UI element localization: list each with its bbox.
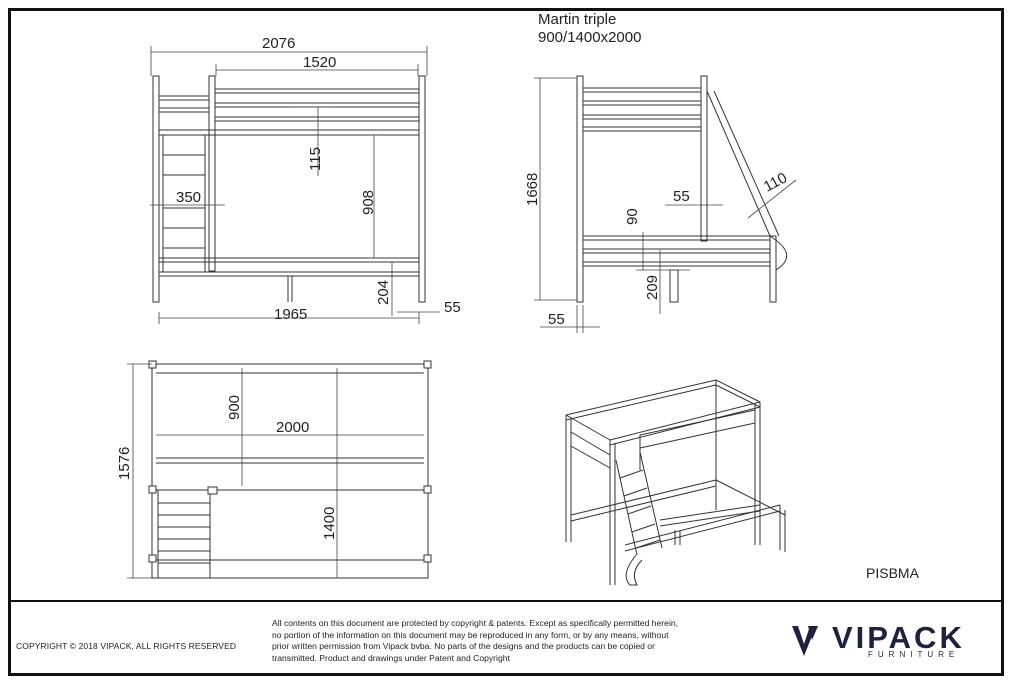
dim-115: 115	[307, 147, 324, 171]
dim-1520: 1520	[303, 54, 336, 71]
dim-55-side: 55	[673, 188, 690, 205]
disclaimer-line: prior written permission from Vipack bvb…	[272, 641, 655, 651]
dim-209: 209	[644, 275, 661, 300]
dim-55-bottom: 55	[548, 311, 565, 328]
plan-view	[148, 360, 432, 579]
disclaimer-line: All contents on this document are protec…	[272, 618, 679, 628]
model-name: Martin triple	[538, 11, 617, 28]
dim-1576: 1576	[116, 447, 133, 480]
dim-110: 110	[761, 169, 790, 195]
side-view	[576, 75, 787, 303]
dim-1668: 1668	[524, 173, 541, 206]
dim-2076: 2076	[262, 35, 295, 52]
dim-900: 900	[226, 395, 243, 420]
dim-908: 908	[360, 190, 377, 215]
drawing-sheet-border	[8, 8, 1004, 676]
footer-divider	[8, 600, 1004, 602]
dim-1965: 1965	[274, 306, 307, 323]
copyright-notice: COPYRIGHT © 2018 VIPACK, ALL RIGHTS RESE…	[16, 641, 237, 651]
model-size: 900/1400x2000	[538, 29, 642, 46]
dim-2000: 2000	[276, 419, 309, 436]
product-code: PISBMA	[866, 565, 919, 581]
dim-1400: 1400	[321, 507, 338, 540]
disclaimer-line: no portion of the information on this do…	[272, 629, 669, 640]
dim-350: 350	[176, 189, 201, 206]
dim-55-front: 55	[444, 299, 461, 316]
dim-90: 90	[624, 208, 641, 225]
disclaimer-line: transmitted. Product and drawings under …	[272, 652, 510, 663]
perspective-view	[565, 379, 786, 586]
vipack-logo-icon	[792, 626, 818, 656]
legal-disclaimer: All contents on this document are protec…	[272, 618, 722, 664]
brand-subtitle: FURNITURE	[868, 650, 960, 659]
dim-204: 204	[375, 280, 392, 305]
brand-name: VIPACK	[832, 620, 965, 655]
